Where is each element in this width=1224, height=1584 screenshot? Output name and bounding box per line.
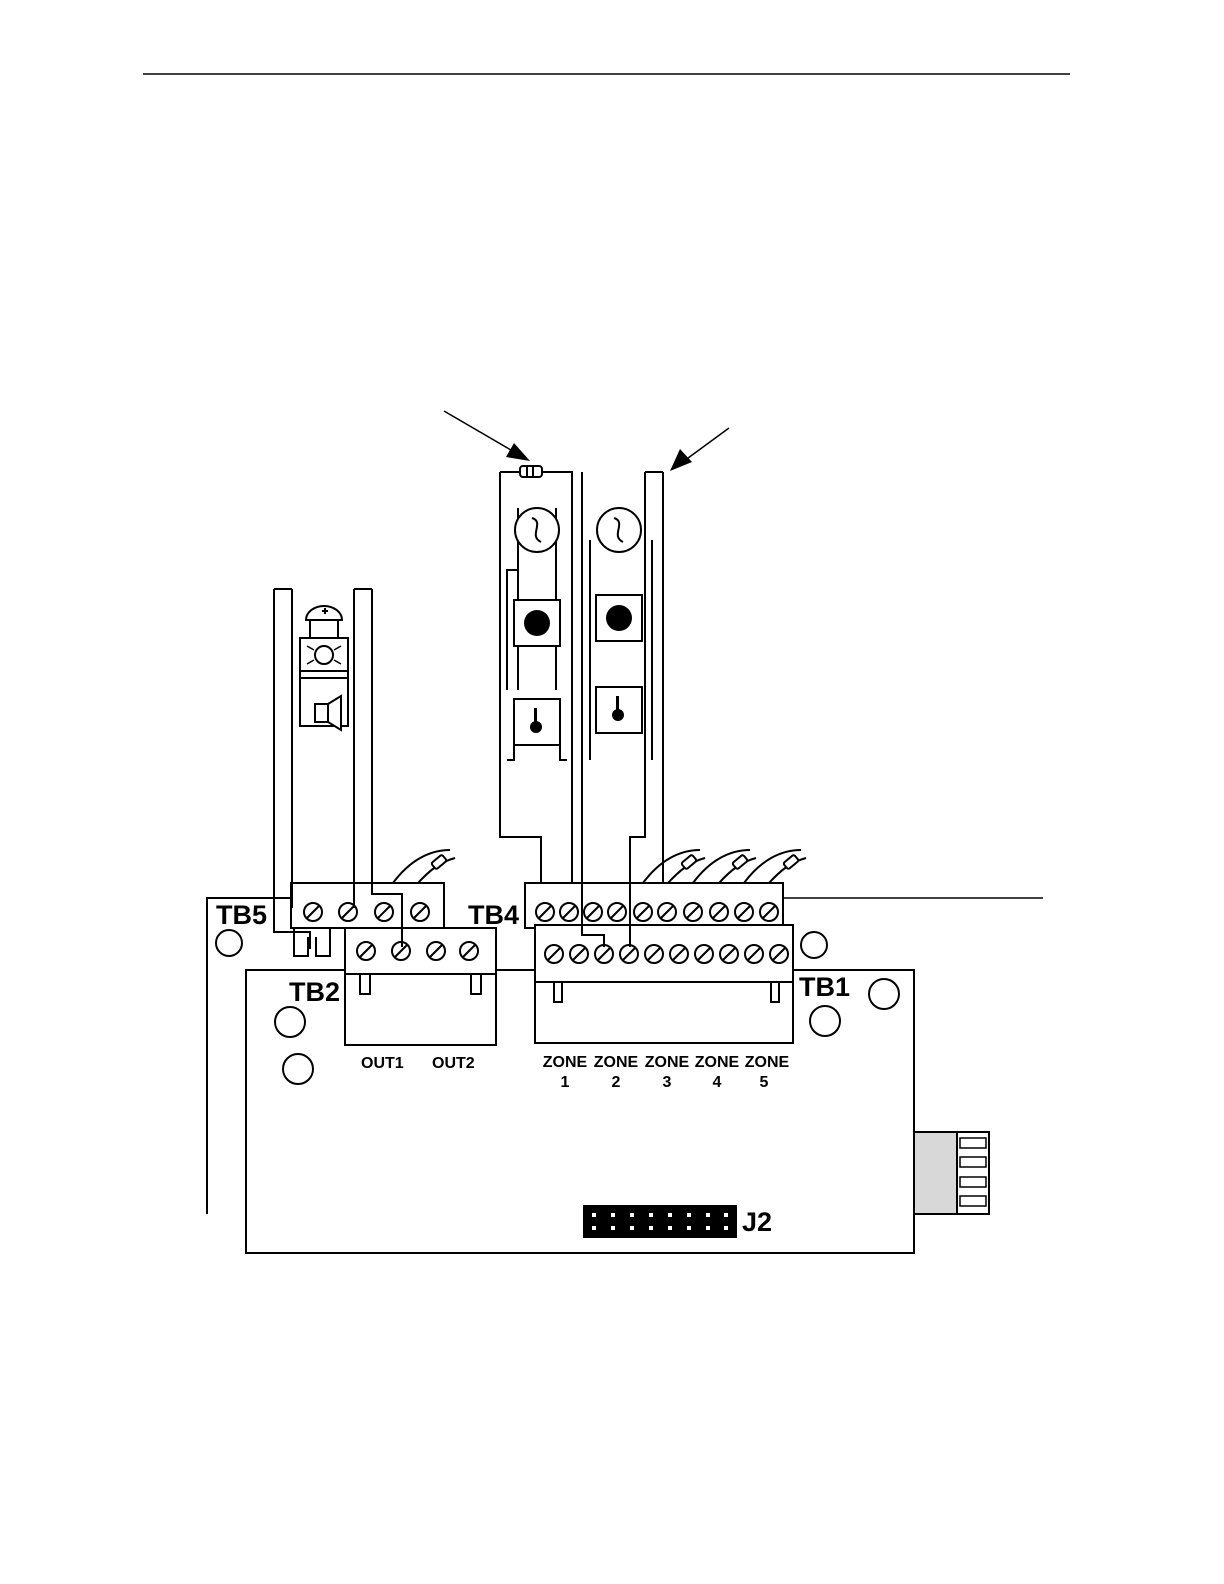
- zone-4-word: ZONE: [695, 1054, 740, 1071]
- j2-label: J2: [742, 1207, 772, 1237]
- pull-station-icon: [596, 687, 642, 733]
- resistor-icon: [744, 850, 806, 883]
- mounting-hole: [869, 979, 899, 1009]
- tb5-label: TB5: [216, 900, 267, 930]
- smoke-detector-icon: [514, 600, 560, 646]
- zone-4-number: 4: [713, 1074, 722, 1091]
- zone-3-number: 3: [663, 1074, 672, 1091]
- tb2-terminal-block: [345, 928, 496, 1045]
- heat-detector-icon: [515, 508, 559, 552]
- zone-3-word: ZONE: [645, 1054, 690, 1071]
- out2-label: OUT2: [432, 1055, 475, 1072]
- mounting-hole: [810, 1006, 840, 1036]
- resistor-icon: [693, 850, 756, 883]
- zone-loop-a: [500, 466, 572, 883]
- resistor-icon: [393, 850, 455, 883]
- eol-resistors: [393, 850, 806, 883]
- zone-2-number: 2: [612, 1074, 621, 1091]
- j2-header: [583, 1205, 737, 1238]
- tb1-terminal-block: [535, 925, 793, 1043]
- mounting-hole: [275, 1007, 305, 1037]
- zone-1-number: 1: [561, 1074, 570, 1091]
- mounting-hole: [283, 1054, 313, 1084]
- mounting-hole: [801, 932, 827, 958]
- resistor-icon: [520, 466, 542, 477]
- smoke-detector-icon: [596, 595, 642, 641]
- zone-2-word: ZONE: [594, 1054, 639, 1071]
- mounting-hole: [216, 930, 242, 956]
- callout-arrow-right: [670, 428, 729, 471]
- tb4-label: TB4: [468, 900, 519, 930]
- zone-1-word: ZONE: [543, 1054, 588, 1071]
- out1-label: OUT1: [361, 1055, 404, 1072]
- heat-detector-icon: [597, 508, 641, 552]
- zone-loop-b: [582, 472, 663, 947]
- pull-station-icon: [514, 699, 560, 745]
- tb1-label: TB1: [799, 972, 850, 1002]
- callout-arrow-left: [444, 411, 530, 461]
- tb4-terminal-block: [525, 883, 783, 928]
- zone-5-word: ZONE: [745, 1054, 790, 1071]
- tb2-label: TB2: [289, 977, 340, 1007]
- edge-connector: [914, 1132, 989, 1214]
- zone-5-number: 5: [760, 1074, 769, 1091]
